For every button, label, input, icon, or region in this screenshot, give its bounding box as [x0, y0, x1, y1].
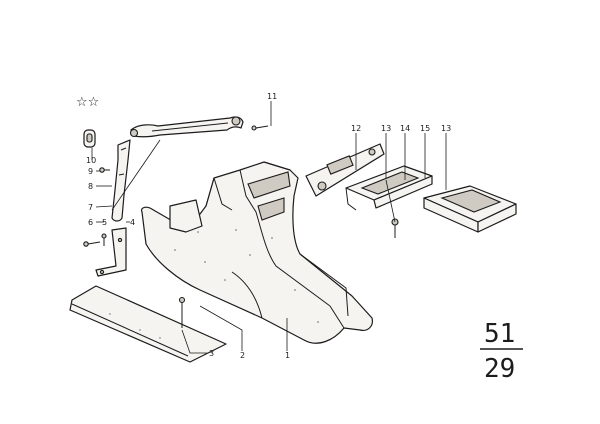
part-1-centre-console[interactable]: [140, 161, 373, 344]
callout-6: 6: [88, 218, 93, 227]
callout-13a: 13: [381, 124, 391, 133]
callout-13b: 13: [441, 124, 451, 133]
callout-14: 14: [400, 124, 410, 133]
part-3-floor-mat[interactable]: [69, 285, 227, 363]
star-symbols: ☆☆: [76, 95, 99, 110]
callout-5: 5: [102, 218, 107, 227]
callout-9: 9: [88, 167, 93, 176]
part-14-tray[interactable]: [345, 165, 433, 211]
part-12-side-panel[interactable]: [305, 143, 385, 197]
callout-4: 4: [130, 218, 135, 227]
callout-3: 3: [209, 349, 214, 358]
part-4-bracket[interactable]: [95, 227, 127, 277]
callout-8: 8: [88, 182, 93, 191]
callout-12: 12: [351, 124, 361, 133]
callout-15: 15: [420, 124, 430, 133]
callout-2: 2: [240, 351, 245, 360]
part-15-ashtray[interactable]: [423, 185, 517, 233]
callout-11: 11: [267, 92, 277, 101]
part-8-strap[interactable]: [111, 139, 131, 222]
group-number: 51: [484, 319, 515, 349]
part-10-clip[interactable]: [83, 129, 96, 148]
sheet-number: 29: [484, 354, 515, 384]
callout-10: 10: [86, 156, 96, 165]
part-11-grab-handle[interactable]: [129, 116, 244, 138]
leader-lines: [91, 101, 447, 354]
part-11-screw[interactable]: [251, 125, 269, 131]
part-7-link: [111, 139, 161, 211]
part-2-console-cover[interactable]: [169, 177, 215, 233]
part-9-screw[interactable]: [99, 167, 110, 173]
part-6-screw[interactable]: [83, 241, 101, 247]
part-5-screw[interactable]: [101, 233, 107, 246]
callout-1: 1: [285, 351, 290, 360]
part-13-screw[interactable]: [391, 218, 399, 238]
group-sheet-number: 51 29: [480, 319, 523, 384]
callout-7: 7: [88, 203, 93, 212]
part-3-screw[interactable]: [178, 296, 186, 329]
